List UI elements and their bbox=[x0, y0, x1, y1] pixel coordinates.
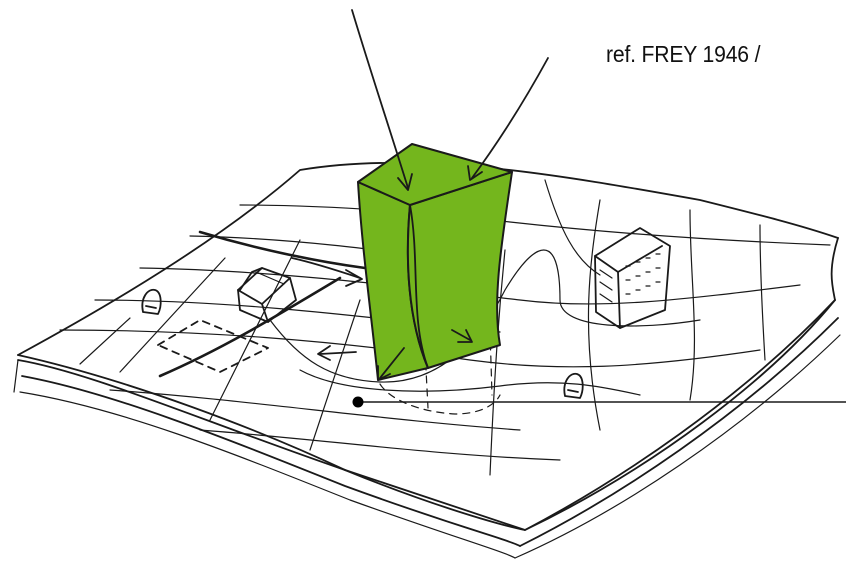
green-tower bbox=[358, 144, 512, 380]
small-house bbox=[238, 268, 296, 322]
figure-markers bbox=[142, 290, 582, 398]
leader-line bbox=[353, 397, 846, 408]
apartment-block bbox=[595, 228, 670, 328]
leader-point bbox=[353, 397, 364, 408]
